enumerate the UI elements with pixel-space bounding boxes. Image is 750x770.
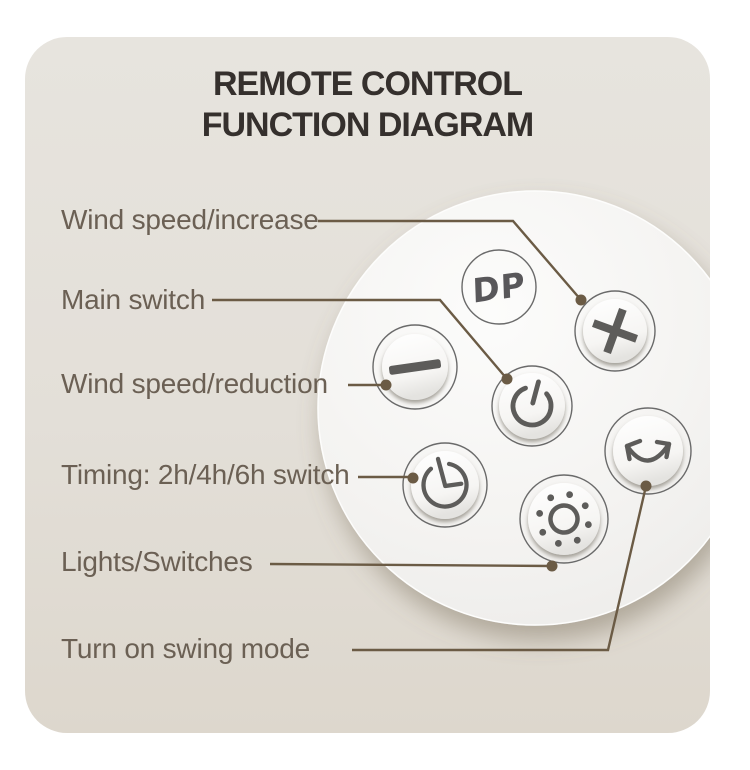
leader-dot-increase: [575, 294, 587, 306]
wind-speed-reduction-button[interactable]: [372, 324, 458, 410]
label-lights-switches: Lights/Switches: [61, 546, 253, 577]
power-icon: [510, 379, 554, 428]
leader-line-main-switch: [212, 298, 508, 380]
leader-line-lights: [269, 562, 553, 568]
plus-icon: [592, 308, 638, 354]
clock-icon: [421, 456, 469, 509]
leader-lines: [212, 219, 652, 652]
swing-arrow-icon: [624, 438, 672, 463]
leader-dot-main-switch: [501, 373, 513, 385]
label-timing: Timing: 2h/4h/6h switch: [61, 459, 350, 490]
leader-dot-reduction: [380, 379, 392, 391]
label-turn-on-swing-mode: Turn on swing mode: [61, 633, 311, 664]
brightness-icon: [536, 491, 592, 547]
timing-button[interactable]: [402, 442, 488, 528]
light-button[interactable]: [519, 474, 609, 564]
brand-logo: DP: [461, 249, 537, 325]
leader-dot-swing: [640, 480, 652, 492]
main-switch-button[interactable]: [491, 365, 573, 447]
swing-button[interactable]: [604, 407, 692, 495]
brand-logo-ring: [461, 249, 537, 325]
leader-dot-lights: [546, 560, 558, 572]
page-title-line2: FUNCTION DIAGRAM: [201, 106, 535, 144]
brand-logo-text: DP: [472, 264, 526, 311]
minus-icon: [388, 359, 442, 375]
page-title: REMOTE CONTROL FUNCTION DIAGRAM: [25, 64, 710, 146]
leader-line-swing: [352, 485, 648, 652]
label-wind-speed-increase: Wind speed/increase: [61, 204, 319, 235]
page-title-line1: REMOTE CONTROL: [213, 65, 523, 103]
label-main-switch: Main switch: [61, 284, 206, 315]
label-wind-speed-reduction: Wind speed/reduction: [61, 368, 328, 399]
wind-speed-increase-button[interactable]: [574, 290, 656, 372]
leader-line-increase: [318, 219, 582, 301]
leader-dot-timing: [407, 472, 419, 484]
